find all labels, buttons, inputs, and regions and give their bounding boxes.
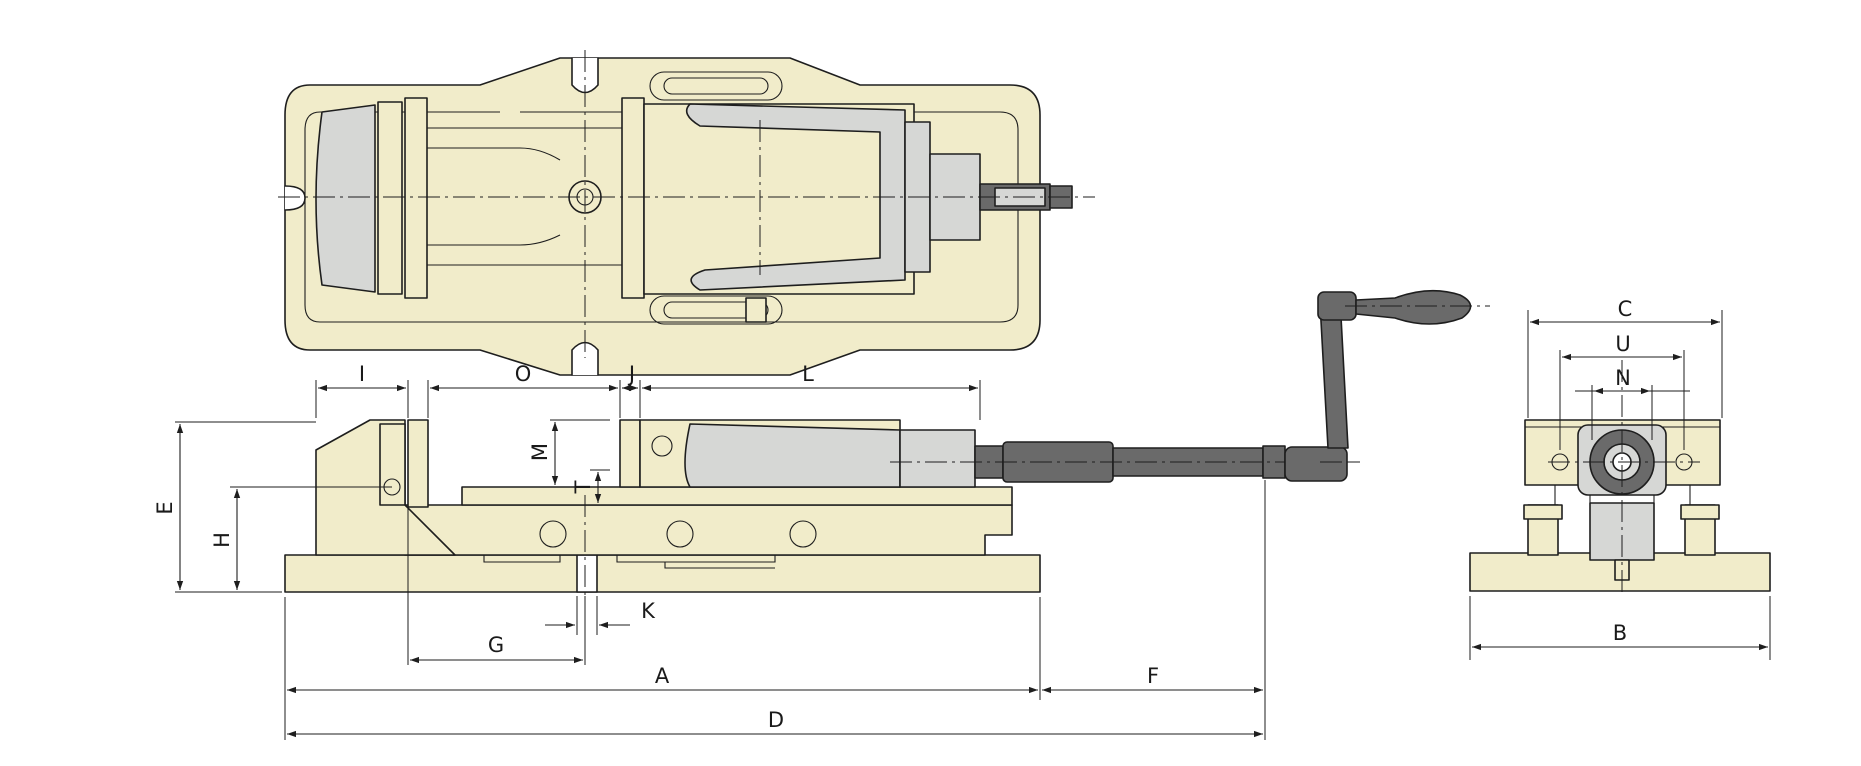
side-view-body	[404, 504, 1013, 556]
crank-handle-grip	[1355, 289, 1472, 325]
top-view-fixed-jaw-plate-2	[404, 97, 428, 299]
top-view-oblong-top-inner	[663, 77, 769, 95]
dim-label-K: K	[641, 599, 656, 623]
dim-label-G: G	[488, 633, 504, 657]
top-view	[278, 50, 1095, 376]
dimension-labels: A F D G K I O J L E H M T C U N B	[153, 297, 1632, 732]
top-view-oblong-top	[649, 71, 783, 101]
end-view-lower-web	[1554, 485, 1691, 505]
crank-handle	[1284, 289, 1490, 482]
dim-label-T: T	[571, 480, 595, 494]
dim-label-E: E	[153, 501, 177, 514]
end-view-right-foot-cap	[1680, 504, 1720, 520]
top-view-oblong-bottom-inner	[663, 301, 769, 319]
end-view-left-foot-cap	[1523, 504, 1563, 520]
side-view-screw-housing	[899, 429, 976, 488]
side-view-base-notch	[576, 554, 598, 593]
side-view-base-steps	[483, 555, 776, 569]
dim-label-H: H	[210, 532, 234, 548]
dim-label-M: M	[528, 443, 552, 461]
top-view-slot-insert	[745, 297, 767, 323]
dim-label-U: U	[1615, 332, 1630, 356]
top-view-guide-rails	[427, 127, 640, 266]
dim-label-I: I	[359, 362, 365, 386]
side-view-upper-rail	[461, 486, 1013, 506]
side-view-body-hole-1	[539, 520, 567, 548]
top-view-slot-left	[284, 185, 306, 211]
side-view-body-hole-3	[789, 520, 817, 548]
side-view-fixed-jaw-plate	[379, 423, 406, 506]
top-view-fixed-jaw-block	[315, 104, 376, 293]
side-view-fixed-jaw	[407, 419, 429, 508]
dimension-lines	[175, 310, 1771, 740]
crank-handle-hub	[1284, 446, 1348, 482]
top-view-wedge-top	[685, 103, 906, 291]
dim-label-D: D	[768, 708, 784, 732]
side-view-body-hole-2	[666, 520, 694, 548]
dim-label-L: L	[802, 362, 814, 386]
top-view-oblong-bottom	[649, 295, 783, 325]
dim-label-O: O	[515, 362, 532, 386]
dim-label-J: J	[627, 362, 635, 386]
side-view	[284, 419, 1355, 600]
end-view	[1469, 360, 1771, 595]
dim-label-F: F	[1147, 664, 1159, 688]
side-view-movable-bolt	[651, 435, 673, 457]
top-view-fixed-jaw-plate	[377, 101, 403, 295]
dim-label-A: A	[655, 664, 670, 688]
dim-label-B: B	[1613, 621, 1627, 645]
dim-label-C: C	[1618, 297, 1633, 321]
side-view-movable-jaw	[619, 419, 641, 488]
dim-label-N: N	[1615, 366, 1631, 390]
side-view-base-plate	[284, 554, 1041, 593]
top-view-movable-jaw	[621, 97, 645, 299]
side-view-wedge	[684, 423, 901, 488]
